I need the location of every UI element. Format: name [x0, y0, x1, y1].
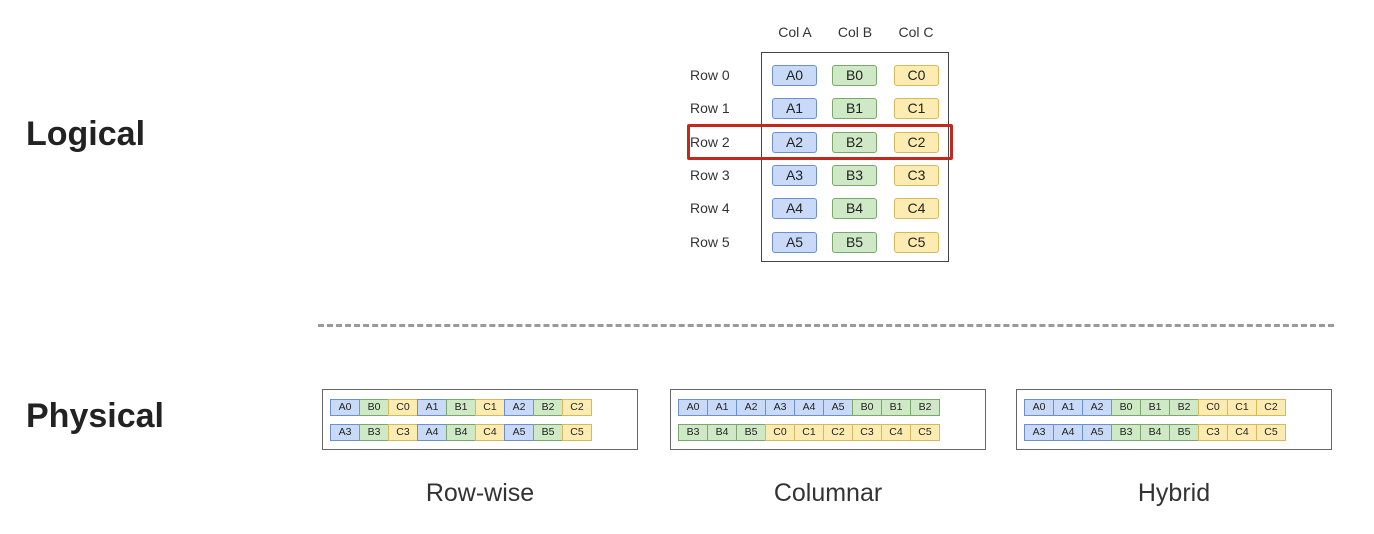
physical-cell-b0: B0 — [852, 399, 882, 416]
physical-cell-c5: C5 — [910, 424, 940, 441]
cell-b1: B1 — [832, 98, 877, 119]
cell-a2: A2 — [772, 132, 817, 153]
physical-cell-a2: A2 — [1082, 399, 1112, 416]
physical-cell-a0: A0 — [330, 399, 360, 416]
physical-cell-b2: B2 — [910, 399, 940, 416]
physical-section-title: Physical — [26, 397, 164, 435]
cell-b4: B4 — [832, 198, 877, 219]
cell-a1: A1 — [772, 98, 817, 119]
row-label-4: Row 4 — [690, 200, 730, 216]
physical-cell-b0: B0 — [1111, 399, 1141, 416]
cell-a0: A0 — [772, 65, 817, 86]
physical-cell-a1: A1 — [1053, 399, 1083, 416]
physical-cell-c0: C0 — [765, 424, 795, 441]
cell-b3: B3 — [832, 165, 877, 186]
physical-cell-b4: B4 — [446, 424, 476, 441]
physical-cell-a5: A5 — [823, 399, 853, 416]
physical-cell-a3: A3 — [330, 424, 360, 441]
physical-cell-a1: A1 — [707, 399, 737, 416]
highlighted-row-frame — [687, 124, 953, 160]
physical-cell-b3: B3 — [1111, 424, 1141, 441]
col-header-c: Col C — [898, 24, 934, 40]
cell-b2: B2 — [832, 132, 877, 153]
cell-b0: B0 — [832, 65, 877, 86]
cell-c0: C0 — [894, 65, 939, 86]
physical-cell-c0: C0 — [388, 399, 418, 416]
physical-cell-b4: B4 — [1140, 424, 1170, 441]
physical-caption-row-wise: Row-wise — [425, 479, 535, 507]
cell-a3: A3 — [772, 165, 817, 186]
physical-caption-columnar: Columnar — [773, 479, 883, 507]
cell-c3: C3 — [894, 165, 939, 186]
physical-cell-c1: C1 — [1227, 399, 1257, 416]
physical-cell-c4: C4 — [1227, 424, 1257, 441]
physical-cell-c5: C5 — [562, 424, 592, 441]
physical-cell-c1: C1 — [794, 424, 824, 441]
col-header-b: Col B — [837, 24, 873, 40]
physical-cell-c2: C2 — [823, 424, 853, 441]
physical-cell-c3: C3 — [1198, 424, 1228, 441]
physical-cell-a0: A0 — [678, 399, 708, 416]
row-label-5: Row 5 — [690, 234, 730, 250]
physical-cell-a0: A0 — [1024, 399, 1054, 416]
physical-cell-c3: C3 — [388, 424, 418, 441]
physical-cell-a5: A5 — [504, 424, 534, 441]
cell-c4: C4 — [894, 198, 939, 219]
physical-cell-a3: A3 — [765, 399, 795, 416]
physical-cell-b1: B1 — [881, 399, 911, 416]
logical-section-title: Logical — [26, 115, 146, 153]
physical-cell-b5: B5 — [533, 424, 563, 441]
physical-cell-c0: C0 — [1198, 399, 1228, 416]
cell-a4: A4 — [772, 198, 817, 219]
physical-cell-a3: A3 — [1024, 424, 1054, 441]
physical-cell-a4: A4 — [417, 424, 447, 441]
physical-cell-a2: A2 — [736, 399, 766, 416]
physical-cell-b3: B3 — [678, 424, 708, 441]
cell-c5: C5 — [894, 232, 939, 253]
physical-cell-c4: C4 — [881, 424, 911, 441]
row-label-3: Row 3 — [690, 167, 730, 183]
physical-cell-c4: C4 — [475, 424, 505, 441]
dashed-divider — [318, 324, 1334, 327]
physical-cell-c1: C1 — [475, 399, 505, 416]
physical-cell-b4: B4 — [707, 424, 737, 441]
physical-cell-b2: B2 — [1169, 399, 1199, 416]
row-label-0: Row 0 — [690, 67, 730, 83]
physical-cell-a1: A1 — [417, 399, 447, 416]
physical-cell-c5: C5 — [1256, 424, 1286, 441]
physical-caption-hybrid: Hybrid — [1137, 479, 1211, 507]
physical-cell-b5: B5 — [736, 424, 766, 441]
cell-c2: C2 — [894, 132, 939, 153]
physical-cell-b3: B3 — [359, 424, 389, 441]
physical-cell-a4: A4 — [1053, 424, 1083, 441]
col-header-a: Col A — [778, 24, 812, 40]
cell-a5: A5 — [772, 232, 817, 253]
physical-cell-b1: B1 — [446, 399, 476, 416]
cell-b5: B5 — [832, 232, 877, 253]
physical-cell-c2: C2 — [562, 399, 592, 416]
row-label-1: Row 1 — [690, 100, 730, 116]
physical-cell-a4: A4 — [794, 399, 824, 416]
physical-cell-c2: C2 — [1256, 399, 1286, 416]
physical-cell-b2: B2 — [533, 399, 563, 416]
row-label-2: Row 2 — [690, 134, 730, 150]
physical-cell-b1: B1 — [1140, 399, 1170, 416]
cell-c1: C1 — [894, 98, 939, 119]
physical-cell-b5: B5 — [1169, 424, 1199, 441]
physical-cell-a5: A5 — [1082, 424, 1112, 441]
physical-cell-a2: A2 — [504, 399, 534, 416]
physical-cell-c3: C3 — [852, 424, 882, 441]
physical-cell-b0: B0 — [359, 399, 389, 416]
